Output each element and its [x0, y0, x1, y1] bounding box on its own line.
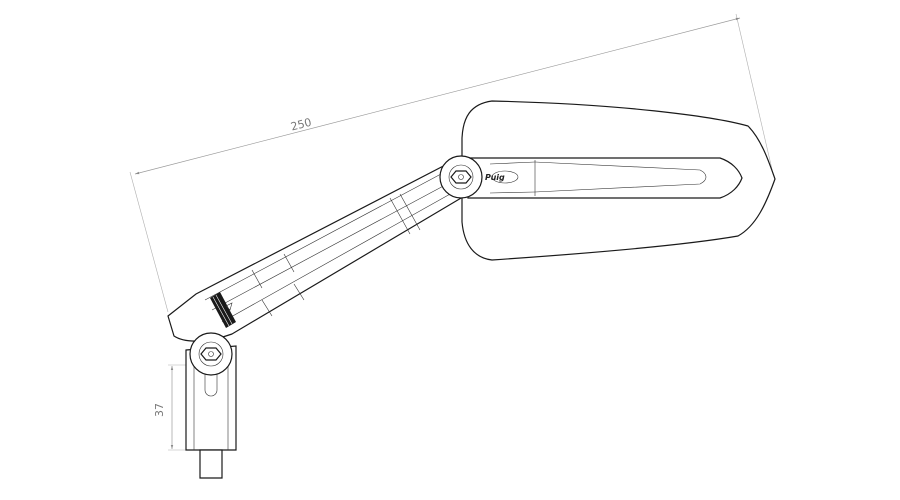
arm-line-1: [204, 165, 457, 301]
stem-line-upper: [489, 161, 536, 165]
arm-slot-1: [251, 269, 263, 289]
arm-slot-5: [389, 197, 411, 235]
mirror-stem: [467, 157, 743, 199]
lower-hex-bolt-icon: [200, 347, 222, 361]
brand-logo: Puig: [485, 173, 505, 182]
lower-pivot-outer: [189, 332, 233, 376]
logo-swoosh: [491, 170, 519, 184]
lower-pivot: [189, 332, 233, 376]
upper-bolt-center: [458, 174, 464, 180]
mirror-arm: [167, 159, 479, 342]
mirror-head: Puig: [461, 100, 776, 261]
dimension-label-height: 37: [153, 403, 166, 417]
arm-line-2: [211, 175, 463, 311]
dimension-length: 250: [129, 13, 775, 313]
extension-line-left: [129, 171, 169, 313]
arm-slot-6: [399, 193, 421, 231]
mirror-housing: [461, 100, 776, 261]
mount-stud: [199, 449, 223, 479]
arm-line-3: [221, 183, 469, 323]
lower-pivot-inner: [198, 341, 224, 367]
upper-pivot: [439, 155, 483, 199]
arm-slot-2: [261, 299, 273, 317]
stem-groove: [534, 161, 707, 193]
dimension-label-length: 250: [289, 116, 313, 134]
arm-slot-3: [283, 253, 295, 273]
upper-pivot-outer: [439, 155, 483, 199]
dimension-line-length: [134, 17, 741, 175]
upper-hex-bolt-icon: [450, 170, 472, 184]
upper-pivot-inner: [448, 164, 474, 190]
alignment-mark: [225, 302, 233, 311]
extension-line-right: [735, 13, 775, 179]
stem-line-lower: [489, 191, 536, 194]
dimension-height: 37: [153, 364, 198, 451]
arm-slot-4: [293, 283, 305, 301]
lower-bolt-center: [208, 351, 214, 357]
knurled-ring: [210, 292, 236, 328]
